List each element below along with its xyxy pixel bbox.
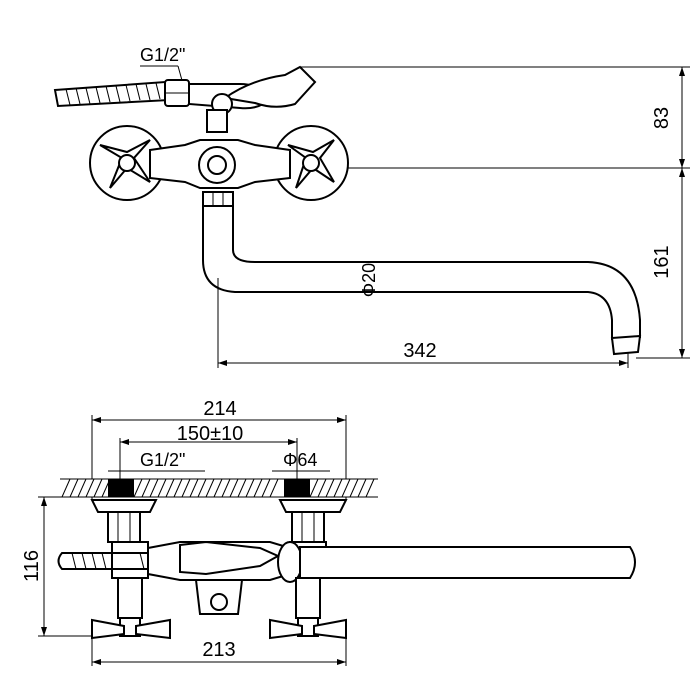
thread-label-bottom: G1/2" (140, 450, 185, 470)
spout-inner (232, 206, 641, 338)
dim-150-label: 150±10 (177, 423, 244, 445)
diverter-cap (277, 541, 303, 583)
spout-outer (202, 206, 613, 340)
left-lower-valve (91, 577, 171, 640)
diverter-lever (222, 65, 317, 108)
arrow-icon (337, 659, 346, 665)
top-view: 83 161 342 G1/2" (53, 45, 690, 368)
left-inlet-block (108, 479, 134, 497)
arrow-icon (679, 349, 685, 358)
arrow-icon (218, 360, 227, 366)
outlet-hole (210, 593, 228, 611)
spout-nut (202, 191, 234, 207)
right-inlet-block (284, 479, 310, 497)
bottom-view: 214 150±10 G1/2" Φ64 (21, 398, 636, 666)
arrow-icon (41, 497, 47, 506)
arrow-icon (288, 439, 297, 445)
shower-hose (53, 79, 190, 108)
spout-side (299, 546, 636, 579)
diverter-side (179, 540, 281, 576)
hose-side (57, 552, 151, 570)
right-handle (273, 125, 349, 201)
arrow-icon (679, 159, 685, 168)
thread-label-top: G1/2" (140, 45, 185, 65)
arrow-icon (679, 168, 685, 177)
dim-213-label: 213 (202, 639, 235, 661)
dim-161-label: 161 (651, 245, 673, 278)
arrow-icon (92, 417, 101, 423)
spout-tip (610, 334, 642, 356)
arrow-icon (41, 627, 47, 636)
arrow-icon (120, 439, 129, 445)
right-lower-valve (269, 577, 347, 640)
body-center-hole (207, 155, 227, 175)
dim-214-label: 214 (203, 398, 236, 420)
dim-83-label: 83 (651, 107, 673, 129)
arrow-icon (92, 659, 101, 665)
arrow-icon (679, 67, 685, 76)
flange-diameter-label: Φ64 (283, 450, 317, 470)
left-eccentric-fitting (90, 499, 158, 579)
pipe-diameter-label: Φ20 (359, 263, 379, 297)
arrow-icon (337, 417, 346, 423)
wall-hatch (60, 478, 378, 498)
valve-stem (206, 109, 228, 133)
arrow-icon (619, 360, 628, 366)
dim-342-label: 342 (403, 340, 436, 362)
dim-116-label: 116 (21, 550, 43, 582)
